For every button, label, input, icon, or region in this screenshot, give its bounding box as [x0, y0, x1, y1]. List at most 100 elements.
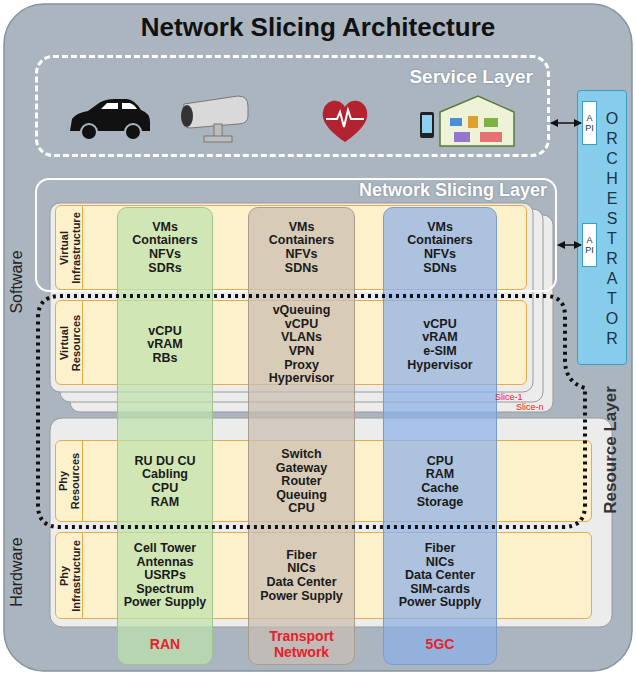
slice-label: Slice-n — [516, 402, 544, 412]
transport-column: VMsContainersNFVsSDNs vQueuingvCPUVLANsVP… — [248, 207, 355, 665]
api-connector — [558, 244, 581, 246]
resource-item: vCPU — [384, 318, 496, 332]
resource-item: Fiber — [249, 549, 354, 563]
phone-screen — [422, 115, 432, 133]
resource-item: Data Center — [249, 576, 354, 590]
resource-item: Queuing — [249, 489, 354, 503]
resource-item: SDNs — [384, 262, 496, 276]
resource-item: Proxy — [249, 359, 354, 373]
camera-icon — [182, 96, 248, 128]
cell-group: FiberNICsData CenterSIM-cardsPower Suppl… — [384, 542, 496, 610]
cell-group: vCPUvRAMRBs — [118, 325, 212, 366]
row-label: Virtual Infrastructure — [57, 208, 81, 287]
cell-group: VMsContainersNFVsSDNs — [384, 221, 496, 275]
resource-item: NICs — [384, 556, 496, 570]
resource-item: vRAM — [118, 338, 212, 352]
orchestrator-bar: ORCHESTRATOR API API — [577, 90, 627, 365]
api-connector — [551, 122, 581, 124]
cell-group: SwitchGatewayRouterQueuingCPU — [249, 448, 354, 516]
resource-item: Gateway — [249, 462, 354, 476]
layer-label: Network Slicing Layer — [359, 180, 547, 201]
ecg-line — [326, 110, 364, 127]
resource-item: RAM — [118, 496, 212, 510]
resource-item: Cabling — [118, 468, 212, 482]
layer-label: Service Layer — [409, 66, 533, 88]
resource-item: NFVs — [249, 248, 354, 262]
resource-item: Switch — [249, 448, 354, 462]
home-device — [454, 132, 470, 142]
resource-item: SIM-cards — [384, 583, 496, 597]
row-label-strip: Phy Resources — [56, 441, 83, 521]
resource-item: Containers — [249, 234, 354, 248]
resource-dotted-border — [38, 296, 585, 527]
api-label: API — [585, 114, 594, 134]
resource-item: CPU — [118, 482, 212, 496]
row-label: Phy Resources — [57, 443, 81, 519]
resource-item: Fiber — [384, 542, 496, 556]
resource-item: Hypervisor — [384, 359, 496, 373]
resource-item: RU DU CU — [118, 455, 212, 469]
home-device — [484, 118, 498, 127]
api-box: API — [582, 223, 597, 267]
cell-group: VMsContainersNFVsSDRs — [118, 221, 212, 275]
heart-icon — [323, 101, 368, 142]
resource-item: Containers — [384, 234, 496, 248]
car-window — [101, 103, 137, 109]
home-device — [480, 132, 502, 142]
resource-item: vCPU — [249, 318, 354, 332]
resource-item: NICs — [249, 562, 354, 576]
resource-item: RBs — [118, 352, 212, 366]
resource-item: CPU — [249, 502, 354, 516]
resource-item: vRAM — [384, 331, 496, 345]
resource-item: Hypervisor — [249, 372, 354, 386]
resource-item: Storage — [384, 496, 496, 510]
row-label-strip: Virtual Infrastructure — [56, 206, 83, 289]
outer-frame — [4, 4, 632, 671]
car-wheel — [81, 124, 97, 140]
cell-group: RU DU CUCablingCPURAM — [118, 455, 212, 509]
home-device — [468, 116, 478, 128]
orchestrator-label: ORCHESTRATOR — [604, 109, 620, 349]
api-label: API — [585, 236, 594, 256]
resource-item: NFVs — [384, 248, 496, 262]
phone-icon — [420, 112, 434, 138]
resource-item: Spectrum — [118, 583, 212, 597]
resource-item: VMs — [249, 221, 354, 235]
cell-group: FiberNICsData CenterPower Supply — [249, 549, 354, 603]
ran-column: VMsContainersNFVsSDRs vCPUvRAMRBs RU DU CU… — [117, 207, 213, 665]
slice-label: Slice-1 — [495, 392, 523, 402]
resource-item: Antennas — [118, 556, 212, 570]
resource-item: Cell Tower — [118, 542, 212, 556]
resource-item: vQueuing — [249, 304, 354, 318]
resource-item: Containers — [118, 234, 212, 248]
resource-item: NFVs — [118, 248, 212, 262]
resource-item: CPU — [384, 455, 496, 469]
resource-item: VPN — [249, 345, 354, 359]
column-label: RAN — [118, 636, 212, 652]
resource-item: Data Center — [384, 569, 496, 583]
home-device — [450, 118, 462, 126]
row-label-strip: Phy Infrastructure — [56, 533, 83, 618]
api-box: API — [582, 101, 597, 145]
resource-item: Power Supply — [249, 590, 354, 604]
cell-group: vCPUvRAMe-SIMHypervisor — [384, 318, 496, 372]
row-label: Virtual Resources — [57, 303, 81, 382]
cell-group: CPURAMCacheStorage — [384, 455, 496, 509]
service-layer: Service Layer — [35, 55, 550, 157]
resource-item: VMs — [118, 221, 212, 235]
camera-lens — [181, 105, 193, 127]
cell-group: vQueuingvCPUVLANsVPNProxyHypervisor — [249, 304, 354, 386]
resource-outline — [36, 294, 626, 530]
hardware-label: Hardware — [8, 517, 26, 627]
column-label: Transport Network — [249, 628, 354, 660]
home-icon — [440, 96, 514, 146]
resource-item: SDNs — [249, 262, 354, 276]
car-wheel — [125, 124, 141, 140]
resource-item: VLANs — [249, 331, 354, 345]
resource-item: Cache — [384, 482, 496, 496]
software-label: Software — [8, 227, 26, 337]
camera-mount — [204, 136, 232, 142]
resource-item: Power Supply — [384, 596, 496, 610]
